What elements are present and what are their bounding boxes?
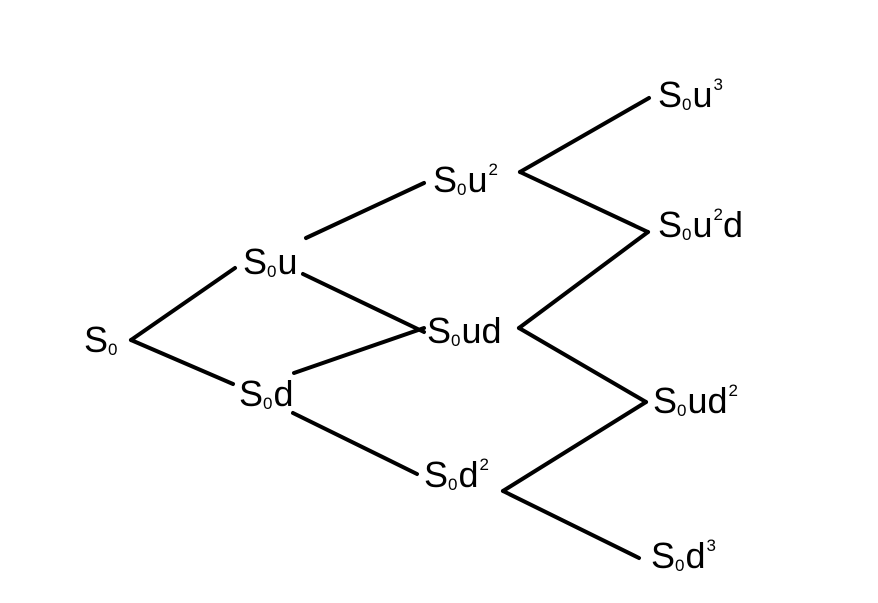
- tree-edges: [129, 96, 651, 560]
- edge-s0d-to-s0ud: [292, 326, 426, 375]
- node-s0u2-sup: 2: [488, 160, 498, 179]
- node-s0d-sub: 0: [263, 394, 273, 413]
- node-s0d3-base: S: [651, 535, 676, 576]
- edge-s0d2-to-s0d3: [501, 489, 641, 560]
- node-s0u3-sup: 3: [713, 75, 723, 94]
- node-s0d2-sub: 0: [448, 475, 458, 494]
- node-s0u3: S0u3: [658, 74, 723, 115]
- node-s0: S0: [84, 319, 118, 360]
- node-s0u2: S0u2: [433, 159, 498, 200]
- node-s0-sub: 0: [108, 340, 118, 359]
- node-s0u2-sub: 0: [457, 180, 467, 199]
- node-s0d3-sub: 0: [675, 556, 685, 575]
- edge-s0ud-to-s0ud2: [517, 326, 648, 404]
- node-s0d3-sup: 3: [706, 536, 716, 555]
- node-s0u: S0u: [243, 241, 298, 282]
- node-s0u-sub: 0: [267, 262, 277, 281]
- node-s0d3-tail: d: [685, 535, 706, 576]
- node-s0u2d-tail2: d: [722, 204, 744, 245]
- node-s0ud2: S0ud2: [653, 380, 738, 421]
- node-s0d2: S0d2: [424, 454, 489, 495]
- node-s0ud-tail: ud: [461, 310, 502, 351]
- node-s0u3-sub: 0: [682, 95, 692, 114]
- node-s0d3: S0d3: [651, 535, 716, 576]
- node-s0u3-tail: u: [692, 74, 713, 115]
- node-s0u2d: S0u2d: [658, 204, 744, 245]
- node-s0u2-tail: u: [467, 159, 488, 200]
- edge-s0u-to-s0u2: [304, 181, 426, 240]
- node-s0d-base: S: [239, 373, 264, 414]
- edge-s0u-to-s0ud: [301, 272, 426, 334]
- node-s0u-tail: u: [277, 241, 298, 282]
- edge-s0ud-to-s0u2d: [517, 230, 650, 330]
- node-s0ud-sub: 0: [451, 331, 461, 350]
- edge-s0d2-to-s0ud2: [501, 400, 648, 493]
- edge-s0-to-s0u: [129, 266, 237, 342]
- node-s0-base: S: [84, 319, 109, 360]
- node-s0u2d-sup: 2: [713, 205, 723, 224]
- node-s0ud2-tail: ud: [687, 380, 728, 421]
- edge-s0-to-s0d: [129, 338, 235, 386]
- edge-s0u2-to-s0u3: [518, 96, 651, 174]
- node-s0d: S0d: [239, 373, 294, 414]
- node-s0ud2-sup: 2: [728, 381, 738, 400]
- node-s0d2-tail: d: [458, 454, 479, 495]
- node-s0u3-base: S: [658, 74, 683, 115]
- edge-s0d-to-s0d2: [291, 411, 419, 476]
- node-s0u2d-sub: 0: [682, 225, 692, 244]
- node-s0d2-sup: 2: [479, 455, 489, 474]
- node-s0u2d-base: S: [658, 204, 683, 245]
- node-s0d-tail: d: [273, 373, 294, 414]
- node-s0u2-base: S: [433, 159, 458, 200]
- node-s0u-base: S: [243, 241, 268, 282]
- node-s0ud2-sub: 0: [677, 401, 687, 420]
- node-s0ud-base: S: [427, 310, 452, 351]
- node-s0u2d-tail: u: [692, 204, 713, 245]
- node-s0ud2-base: S: [653, 380, 678, 421]
- node-s0d2-base: S: [424, 454, 449, 495]
- node-s0ud: S0ud: [427, 310, 502, 351]
- edge-s0u2-to-s0u2d: [518, 170, 650, 234]
